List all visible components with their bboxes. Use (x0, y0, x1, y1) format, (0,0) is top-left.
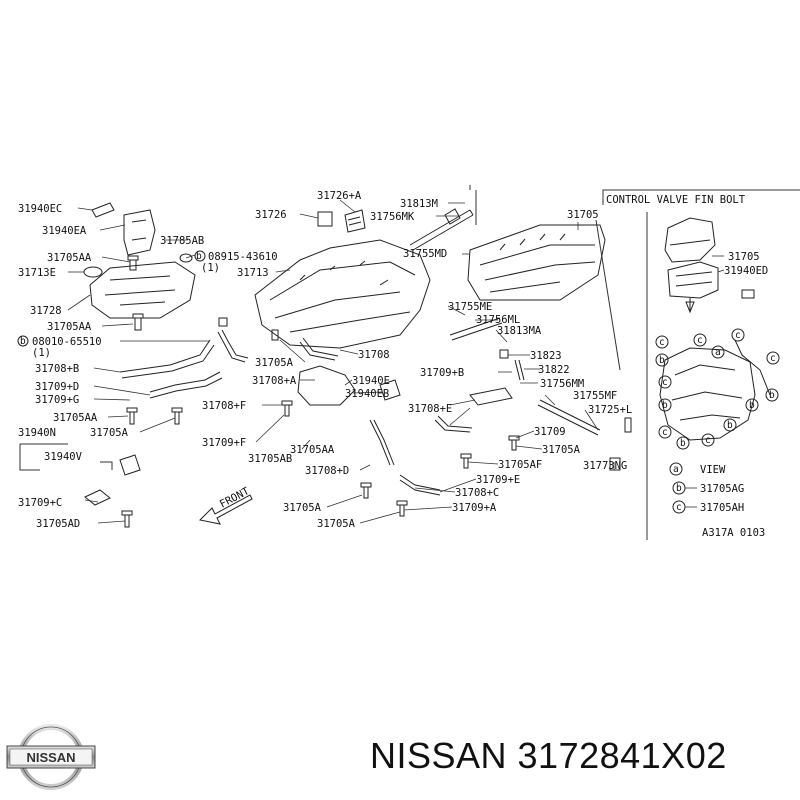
part-label: b (196, 251, 202, 262)
part-label: 31705AA (47, 252, 92, 264)
part-label: (1) (201, 262, 220, 274)
part-label: 31708+E (408, 403, 452, 415)
logo-text: NISSAN (26, 750, 75, 765)
part-label: 31755MF (573, 390, 617, 402)
part-label: 31709+D (35, 381, 79, 393)
circle-label: c (659, 337, 665, 348)
part-label: 31705AA (290, 444, 335, 456)
callout-boxes (19, 185, 800, 540)
part-label: 31940V (44, 451, 83, 463)
part-label: 31773NG (583, 460, 627, 472)
parts-artwork (83, 202, 771, 528)
part-label: 31708 (358, 349, 390, 361)
part-label: 08010-65510 (32, 336, 102, 348)
part-label: 31709+G (35, 394, 79, 406)
part-label: 31709+A (452, 502, 497, 514)
legend-letter: c (676, 502, 682, 513)
circle-label: b (769, 390, 775, 401)
part-label: 31705AB (248, 453, 292, 465)
part-label: 31940EA (42, 225, 87, 237)
part-label: 31940EC (18, 203, 62, 215)
part-label: 31755MD (403, 248, 447, 260)
part-label: 31785AB (160, 235, 204, 247)
bolt-b-marker (17, 335, 29, 347)
part-label: 31709 (534, 426, 566, 438)
part-label: 31709+F (202, 437, 246, 449)
legend-b-part: 31705AG (700, 483, 744, 495)
part-label: 31705A (317, 518, 356, 530)
part-label: 31940ED (724, 265, 768, 277)
circle-label: c (662, 377, 668, 388)
front-direction-label: FRONT (218, 485, 252, 511)
part-label: 31709+B (420, 367, 464, 379)
part-label: 31705AA (53, 412, 98, 424)
part-label: 31705 (567, 209, 599, 221)
part-label: 31708+A (252, 375, 297, 387)
circle-label: b (680, 438, 686, 449)
part-label: 31755ME (448, 301, 492, 313)
part-label: 31940E (352, 375, 390, 387)
circle-callouts: c b c c a c c b b b c b c b (655, 328, 780, 450)
part-label: b (20, 336, 26, 347)
circle-label: c (662, 427, 668, 438)
part-label: 31756MK (370, 211, 415, 223)
part-label: 31705A (542, 444, 581, 456)
circle-label: b (659, 355, 665, 366)
part-label: 31726 (255, 209, 287, 221)
part-number-caption: NISSAN 3172841X02 (370, 735, 727, 776)
circle-label: b (749, 400, 755, 411)
leader-lines (67, 199, 725, 524)
part-label: 08915-43610 (208, 251, 278, 263)
legend-c-part: 31705AH (700, 502, 744, 514)
part-label: 31725+L (588, 404, 632, 416)
diagram-code: A317A 0103 (702, 527, 765, 539)
circle-label: b (727, 420, 733, 431)
part-label: 31708+C (455, 487, 499, 499)
part-label: 31813MA (497, 325, 542, 337)
nissan-logo: NISSAN (6, 724, 96, 790)
part-label: 31708+F (202, 400, 246, 412)
legend-letter: b (676, 483, 682, 494)
legend-view: VIEW (700, 464, 726, 476)
part-label: 31813M (400, 198, 438, 210)
part-label: 31705AD (36, 518, 80, 530)
part-label: 31756MM (540, 378, 584, 390)
part-label: 31705AA (47, 321, 92, 333)
circle-label: c (705, 435, 711, 446)
part-labels: 31940EC 31940EA 31705AA 31713E 31728 317… (17, 190, 768, 530)
circle-label: a (715, 347, 721, 358)
legend-letter: a (673, 464, 679, 475)
circle-label: c (770, 353, 776, 364)
part-label: 31713E (18, 267, 56, 279)
circle-label: b (662, 400, 668, 411)
part-label: 31709+C (18, 497, 62, 509)
part-label: 31713 (237, 267, 269, 279)
legend: a VIEW b 31705AG c 31705AH (669, 462, 744, 514)
part-label: 31823 (530, 350, 562, 362)
part-label: 31940N (18, 427, 56, 439)
part-label: 31705A (90, 427, 129, 439)
part-label: 31822 (538, 364, 570, 376)
circle-label: c (735, 330, 741, 341)
part-label: 31705A (283, 502, 322, 514)
part-label: 31940EB (345, 388, 389, 400)
part-label: 31728 (30, 305, 62, 317)
washer-w-marker (194, 250, 206, 262)
inset-title: CONTROL VALVE FIN BOLT (606, 194, 746, 206)
part-label: 31705AF (498, 459, 542, 471)
part-label: 31705A (255, 357, 294, 369)
part-label: 31705 (728, 251, 760, 263)
circle-label: c (697, 335, 703, 346)
part-label: 31756ML (476, 314, 520, 326)
part-label: 31708+D (305, 465, 349, 477)
part-label: (1) (32, 347, 51, 359)
part-label: 31726+A (317, 190, 362, 202)
part-label: 31708+B (35, 363, 79, 375)
part-label: 31709+E (476, 474, 520, 486)
